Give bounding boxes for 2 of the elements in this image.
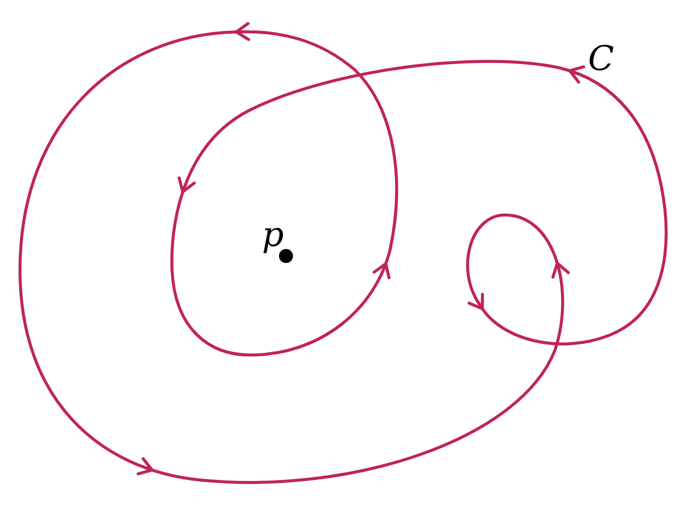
point-label: p: [262, 218, 284, 252]
curve-label: C: [588, 42, 614, 76]
